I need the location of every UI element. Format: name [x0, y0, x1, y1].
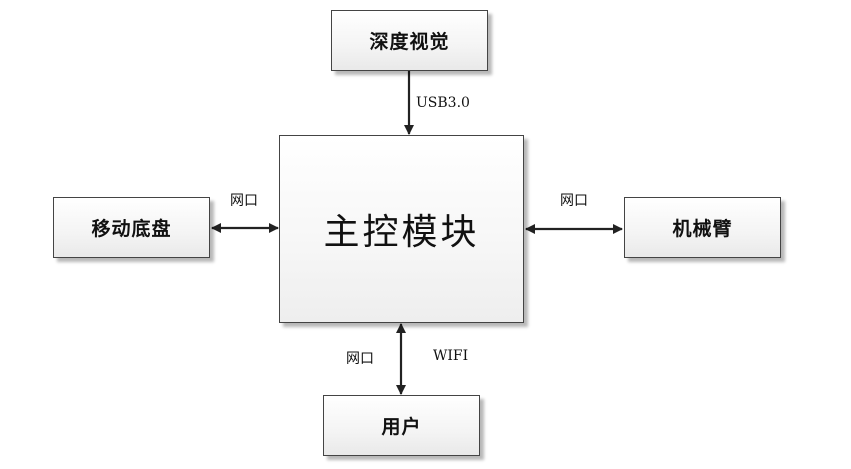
- node-mobile-chassis: 移动底盘: [53, 197, 210, 258]
- node-depth-vision-label: 深度视觉: [369, 31, 450, 53]
- node-main-control-label: 主控模块: [323, 212, 480, 253]
- link-label-usb: USB3.0: [416, 95, 470, 111]
- node-depth-vision: 深度视觉: [331, 10, 488, 71]
- link-label-user-port: 网口: [346, 351, 374, 367]
- node-user: 用户: [323, 395, 480, 456]
- node-mobile-chassis-label: 移动底盘: [91, 218, 172, 240]
- link-label-chassis-port: 网口: [230, 193, 258, 209]
- link-label-wifi: WIFI: [433, 348, 469, 364]
- node-user-label: 用户: [381, 416, 422, 438]
- link-label-arm-port: 网口: [560, 193, 588, 209]
- node-robot-arm-label: 机械臂: [672, 218, 733, 240]
- node-main-control: 主控模块: [279, 135, 524, 323]
- node-robot-arm: 机械臂: [624, 197, 781, 258]
